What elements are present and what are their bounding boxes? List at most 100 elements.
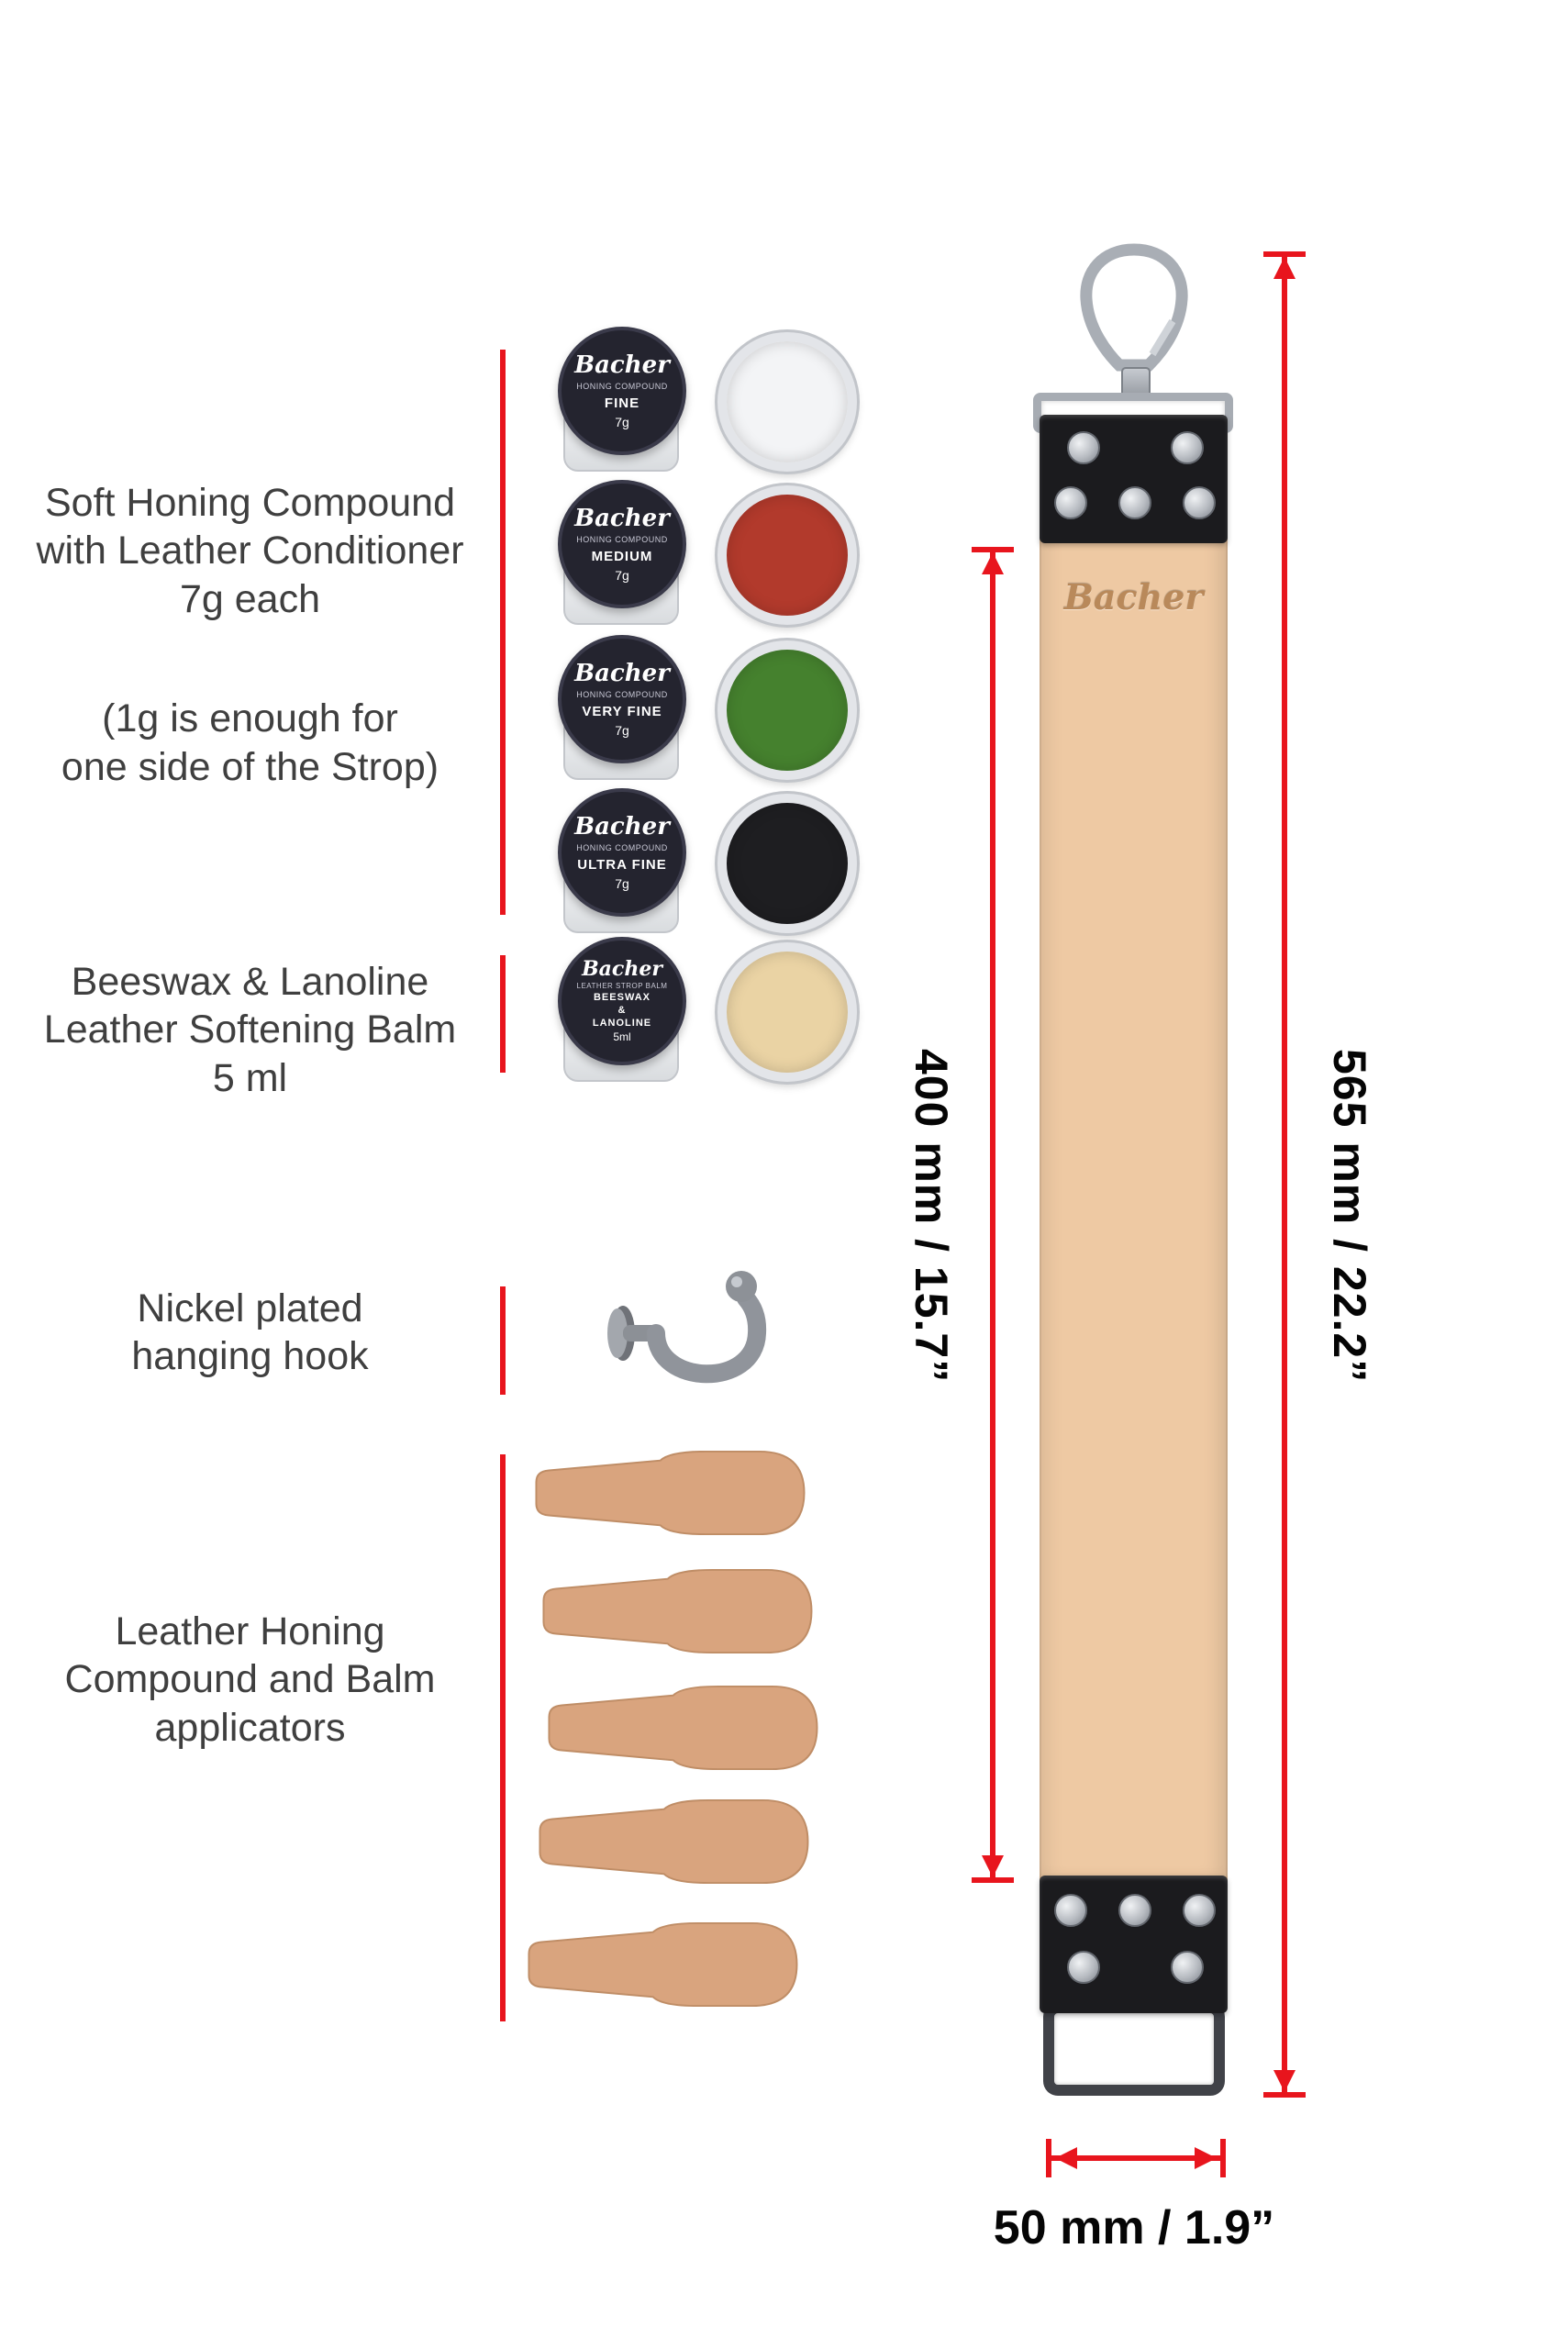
annotation-line: hanging hook [131, 1334, 369, 1379]
rivet [1054, 486, 1087, 519]
dimension-label-strap-length: 400 mm / 15.7” [906, 1048, 957, 1384]
balm-row: Bacher LEATHER STROP BALM BEESWAX & LANO… [550, 937, 862, 1088]
jar-label: Bacher LEATHER STROP BALM BEESWAX & LANO… [558, 937, 686, 1065]
annotation-line: Beeswax & Lanoline [71, 960, 429, 1004]
dimension-arrow-up [1273, 257, 1296, 279]
annotation-line: Nickel plated [137, 1286, 363, 1330]
compound-pot-fine [717, 332, 857, 472]
jar-grade: VERY FINE [582, 703, 662, 719]
rivet [1171, 431, 1204, 464]
jar-weight: 7g [615, 722, 629, 738]
hanging-hook-image [607, 1271, 767, 1384]
jar-subtitle: LEATHER STROP BALM [576, 982, 668, 990]
dimension-arrow-right [1195, 2147, 1217, 2169]
compound-row-medium: Bacher HONING COMPOUND MEDIUM 7g [550, 480, 862, 631]
dimension-label-width: 50 mm / 1.9” [993, 2201, 1275, 2254]
dimension-arrow-down [982, 1855, 1004, 1877]
rivet [1118, 1894, 1151, 1927]
compound-pot-ultra-fine [717, 794, 857, 933]
jar-weight: 7g [615, 567, 629, 583]
compound-row-ultra-fine: Bacher HONING COMPOUND ULTRA FINE 7g [550, 788, 862, 940]
jar-weight: 7g [615, 414, 629, 429]
compound-pot-very-fine [717, 640, 857, 780]
rivet [1054, 1894, 1087, 1927]
strop-bottom-hardware [1040, 1876, 1228, 2013]
brand-text: Bacher [574, 812, 670, 841]
jar-weight: 7g [615, 875, 629, 891]
annotation-honing-compound: Soft Honing Compound with Leather Condit… [0, 479, 500, 791]
strop-handle-loop [1043, 2002, 1225, 2096]
brand-text: Bacher [574, 659, 670, 687]
compound-pot-medium [717, 485, 857, 625]
rivet [1067, 1951, 1100, 1984]
jar-very-fine: Bacher HONING COMPOUND VERY FINE 7g [550, 635, 688, 782]
jar-label: Bacher HONING COMPOUND VERY FINE 7g [558, 635, 686, 763]
dimension-cap [972, 547, 1014, 552]
compound-row-very-fine: Bacher HONING COMPOUND VERY FINE 7g [550, 635, 862, 786]
jar-subtitle: HONING COMPOUND [576, 381, 668, 391]
dimension-cap [1220, 2139, 1226, 2177]
applicator-paddle [535, 1450, 806, 1536]
jar-grade: FINE [604, 395, 640, 411]
annotation-line: 5 ml [212, 1055, 288, 1100]
applicator-paddle [548, 1685, 818, 1771]
jar-subtitle: HONING COMPOUND [576, 689, 668, 699]
dimension-line-width [1051, 2155, 1220, 2161]
annotation-line: Compound and Balm [64, 1657, 436, 1702]
annotation-line: applicators [154, 1705, 346, 1750]
dimension-arrow-left [1055, 2147, 1077, 2169]
applicator-paddle [528, 1921, 798, 2008]
jar-balm: Bacher LEATHER STROP BALM BEESWAX & LANO… [550, 937, 688, 1084]
jar-grade: MEDIUM [591, 548, 653, 564]
annotation-note: (1g is enough for one side of the Strop) [0, 695, 500, 791]
brand-text: Bacher [574, 504, 670, 532]
annotation-line: Leather Softening Balm [43, 1008, 457, 1052]
dimension-cap [1263, 251, 1306, 257]
dimension-line-strap [990, 551, 995, 1879]
annotation-line: Soft Honing Compound [44, 481, 455, 525]
annotation-line: (1g is enough for [102, 696, 398, 741]
strop-leather-strap [1040, 514, 1228, 1881]
dimension-cap [1263, 2092, 1306, 2098]
dimension-label-total-length: 565 mm / 22.2” [1324, 1048, 1375, 1384]
dimension-cap [972, 1877, 1014, 1883]
compound-row-fine: Bacher HONING COMPOUND FINE 7g [550, 327, 862, 478]
rivet [1183, 486, 1216, 519]
jar-grade: ULTRA FINE [577, 856, 667, 873]
annotation-line: 7g each [179, 576, 321, 621]
pointer-line-balm [500, 955, 506, 1073]
strop-brand-embossing: Bacher [1063, 576, 1204, 618]
strop-top-hardware [1040, 415, 1228, 543]
annotation-applicators: Leather Honing Compound and Balm applica… [0, 1608, 500, 1752]
brand-text: Bacher [582, 957, 662, 981]
annotation-line: one side of the Strop) [61, 744, 439, 789]
jar-label: Bacher HONING COMPOUND FINE 7g [558, 327, 686, 455]
jar-label: Bacher HONING COMPOUND ULTRA FINE 7g [558, 788, 686, 917]
jar-ultra-fine: Bacher HONING COMPOUND ULTRA FINE 7g [550, 788, 688, 935]
rivet [1067, 431, 1100, 464]
rivet [1183, 1894, 1216, 1927]
carabiner-icon [1080, 243, 1188, 372]
annotation-balm: Beeswax & Lanoline Leather Softening Bal… [0, 958, 500, 1102]
pointer-line-applicators [500, 1454, 506, 2021]
rivet [1118, 486, 1151, 519]
annotation-line: Leather Honing [115, 1609, 385, 1653]
balm-pot [717, 942, 857, 1082]
pointer-line-compound [500, 350, 506, 915]
dimension-line-total [1282, 255, 1287, 2094]
rivet [1171, 1951, 1204, 1984]
jar-fine: Bacher HONING COMPOUND FINE 7g [550, 327, 688, 473]
dimension-arrow-down [1273, 2070, 1296, 2092]
annotation-line: with Leather Conditioner [36, 529, 464, 573]
annotation-hook: Nickel plated hanging hook [0, 1285, 500, 1381]
jar-subtitle: HONING COMPOUND [576, 534, 668, 544]
jar-size: 5ml [613, 1030, 631, 1043]
dimension-arrow-up [982, 552, 1004, 574]
applicator-paddle [542, 1568, 813, 1654]
applicator-paddle [539, 1798, 809, 1885]
jar-label: Bacher HONING COMPOUND MEDIUM 7g [558, 480, 686, 608]
jar-line: BEESWAX [593, 992, 651, 1003]
jar-subtitle: HONING COMPOUND [576, 842, 668, 852]
jar-medium: Bacher HONING COMPOUND MEDIUM 7g [550, 480, 688, 627]
